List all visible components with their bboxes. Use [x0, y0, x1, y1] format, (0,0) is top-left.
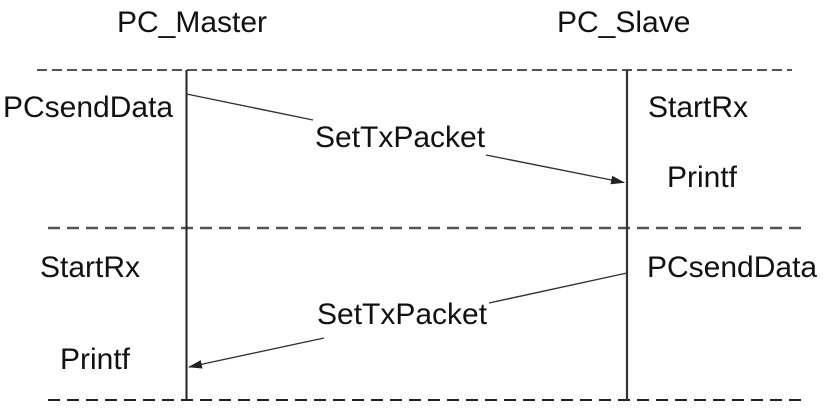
message-label-1: SetTxPacket — [315, 121, 486, 154]
master-send-call-label: PCsendData — [3, 91, 174, 124]
message-label-2: SetTxPacket — [317, 298, 488, 331]
actor-master-label: PC_Master — [117, 6, 268, 39]
actor-slave-label: PC_Slave — [557, 6, 691, 39]
master-printf-label: Printf — [60, 343, 131, 376]
slave-send-call-label: PCsendData — [647, 251, 818, 284]
message-arrow-1-segment — [186, 93, 314, 121]
slave-startrx-label: StartRx — [648, 91, 749, 124]
message-arrow-2-head — [187, 337, 325, 369]
message-arrow-1-head — [485, 154, 626, 185]
master-startrx-label: StartRx — [40, 251, 141, 284]
message-arrow-2-segment — [488, 272, 628, 304]
slave-printf-label: Printf — [667, 161, 738, 194]
